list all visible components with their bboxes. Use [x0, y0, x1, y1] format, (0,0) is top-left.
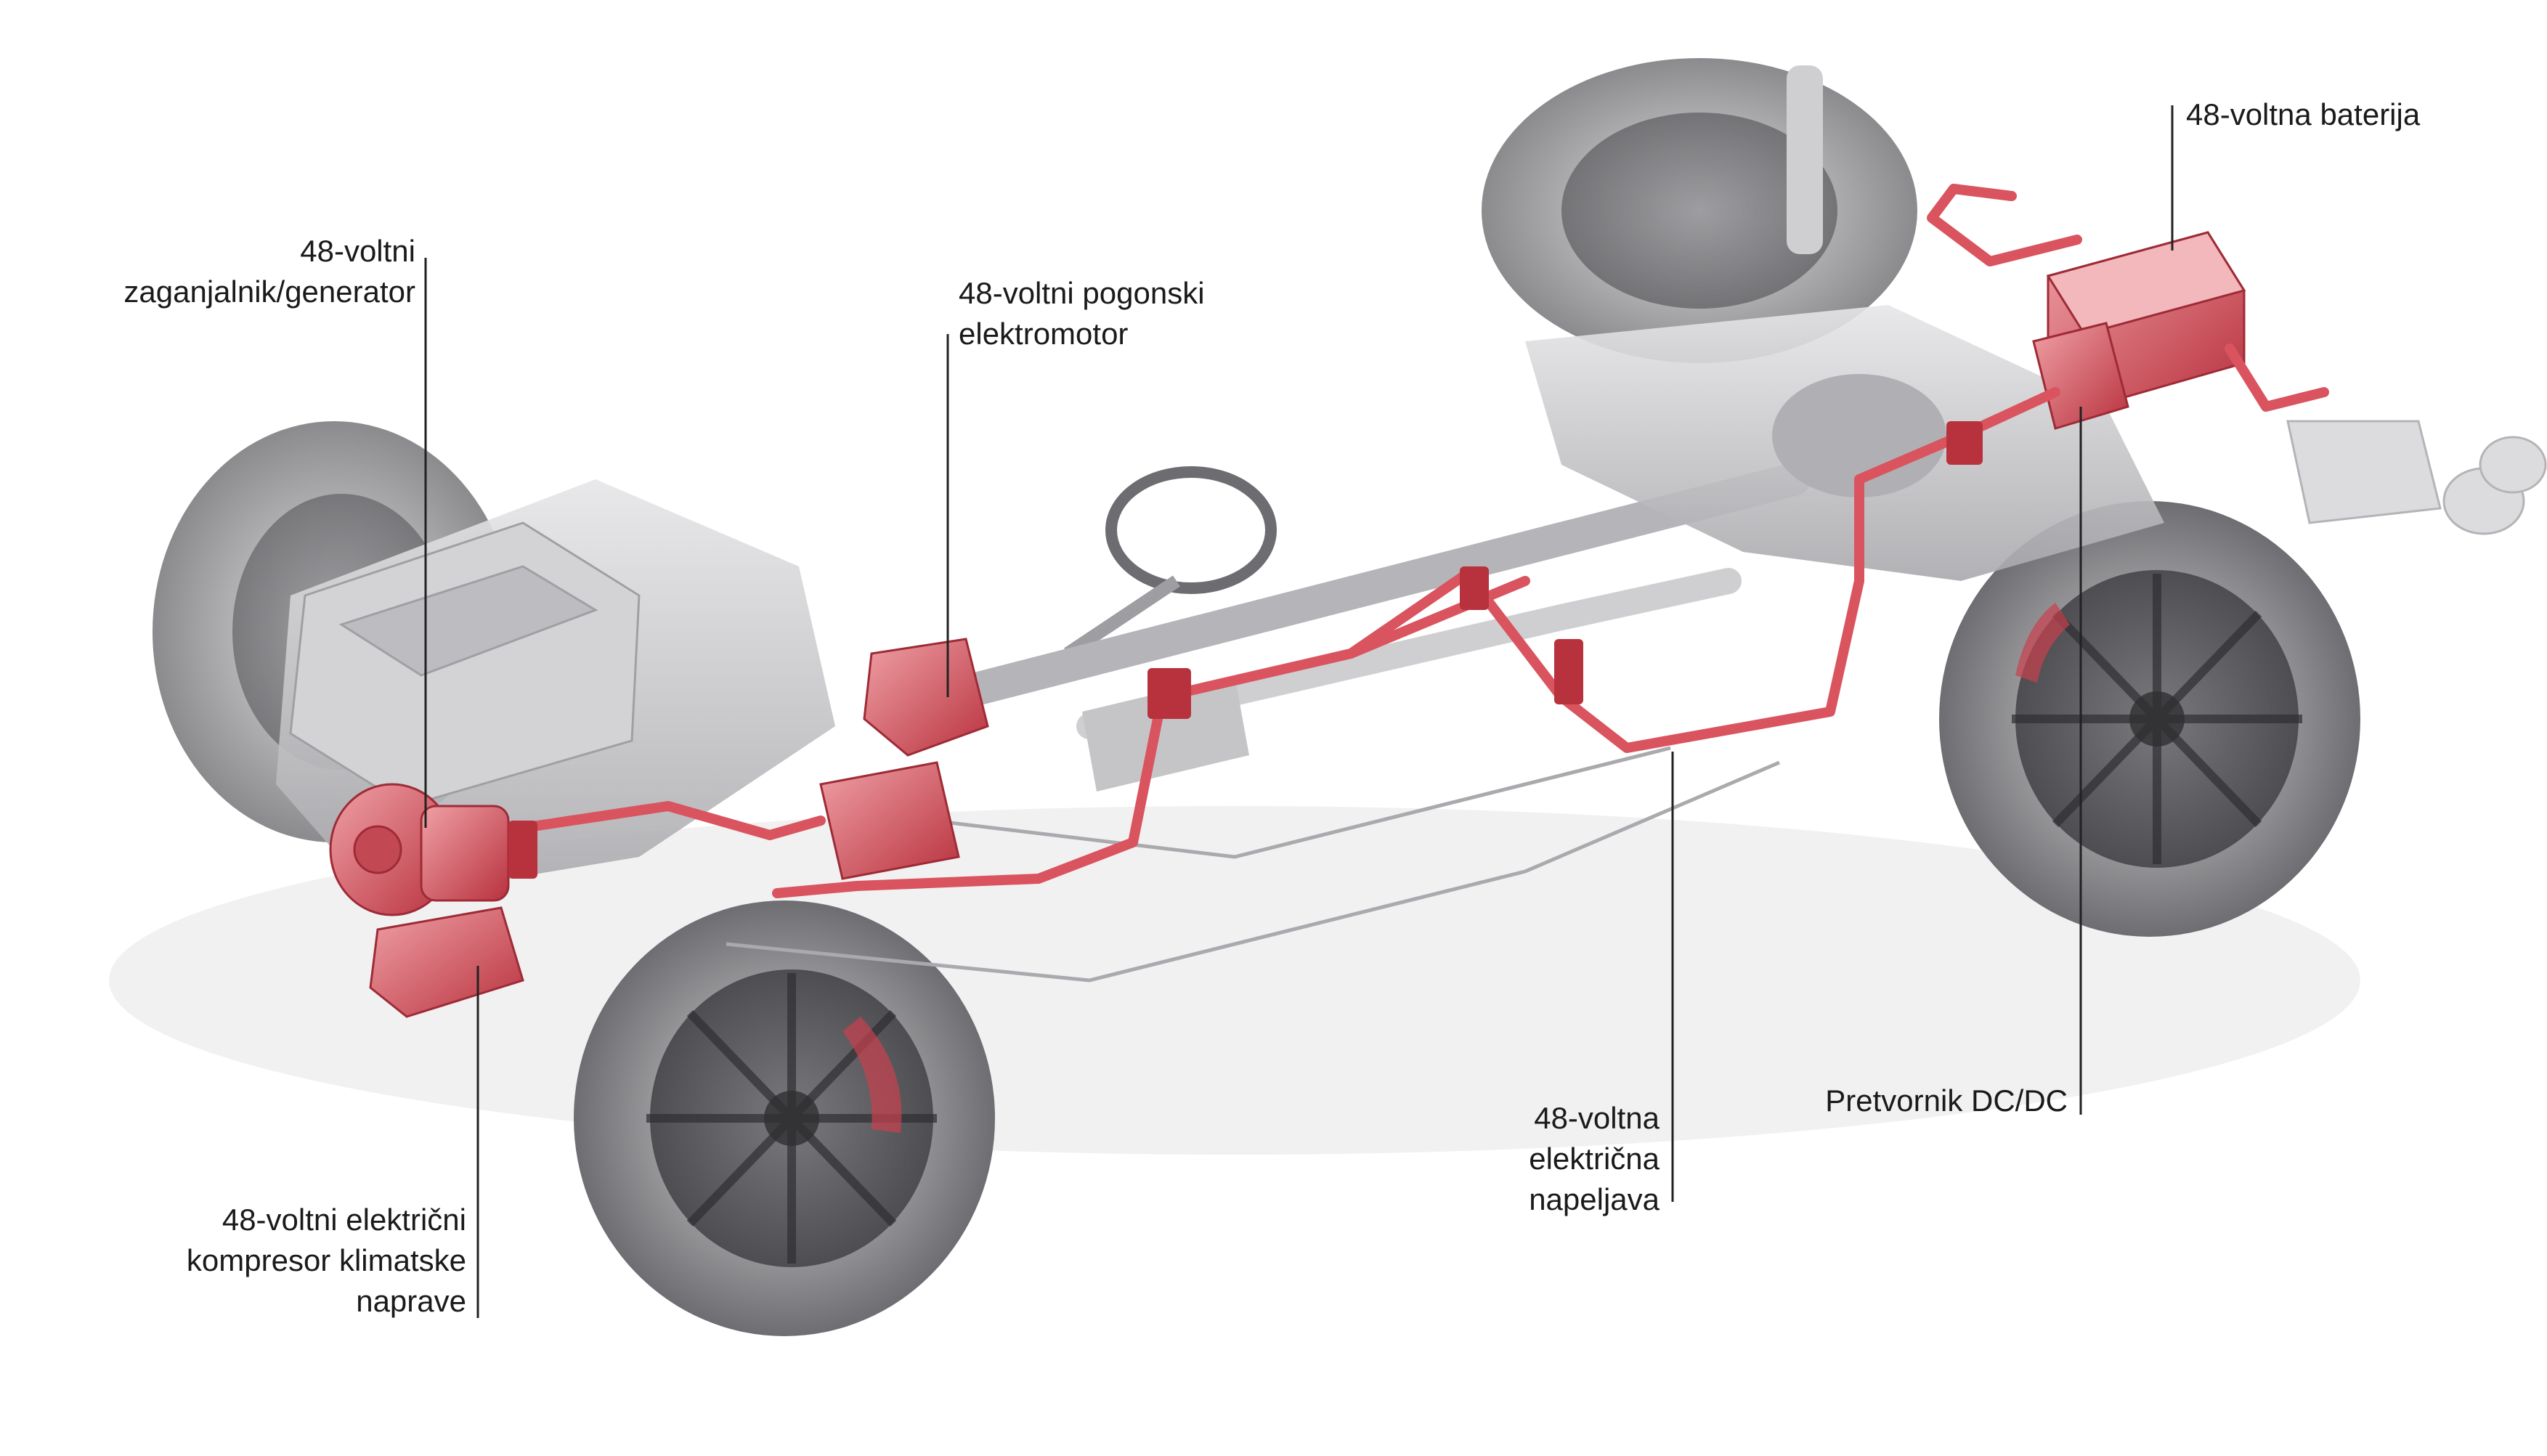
rear-differential: [1772, 374, 1946, 497]
drive-motor-component: [819, 638, 989, 880]
ac-compressor-component: [369, 906, 524, 1018]
label-battery: 48-voltna baterija: [2186, 97, 2421, 131]
catalytic-converter: [1082, 675, 1249, 792]
engine-block: [289, 521, 641, 808]
steering-column: [1064, 575, 1180, 659]
label-drive-motor: 48-voltni pogonski elektromotor: [959, 276, 1205, 351]
label-dcdc: Pretvornik DC/DC: [1825, 1083, 2068, 1118]
label-wiring: 48-voltna električna napeljava: [1529, 1101, 1660, 1216]
steering-wheel: [1105, 466, 1277, 594]
brake-lines: [726, 746, 1780, 983]
wheel-rear-right: [1939, 501, 2360, 937]
wiring-harness: [518, 184, 2329, 898]
label-starter-generator: 48-voltni zaganjalnik/generator: [123, 234, 415, 309]
wheel-front-right: [574, 900, 995, 1336]
rear-shock: [1787, 65, 1823, 254]
starter-generator-component: [329, 783, 510, 916]
exhaust-pipe: [1076, 568, 1742, 739]
rear-muffler: [2286, 420, 2547, 535]
drive-shaft: [956, 463, 1811, 707]
label-ac-compressor: 48-voltni električni kompresor klimatske…: [186, 1203, 466, 1318]
wiring-clips: [508, 421, 1983, 879]
